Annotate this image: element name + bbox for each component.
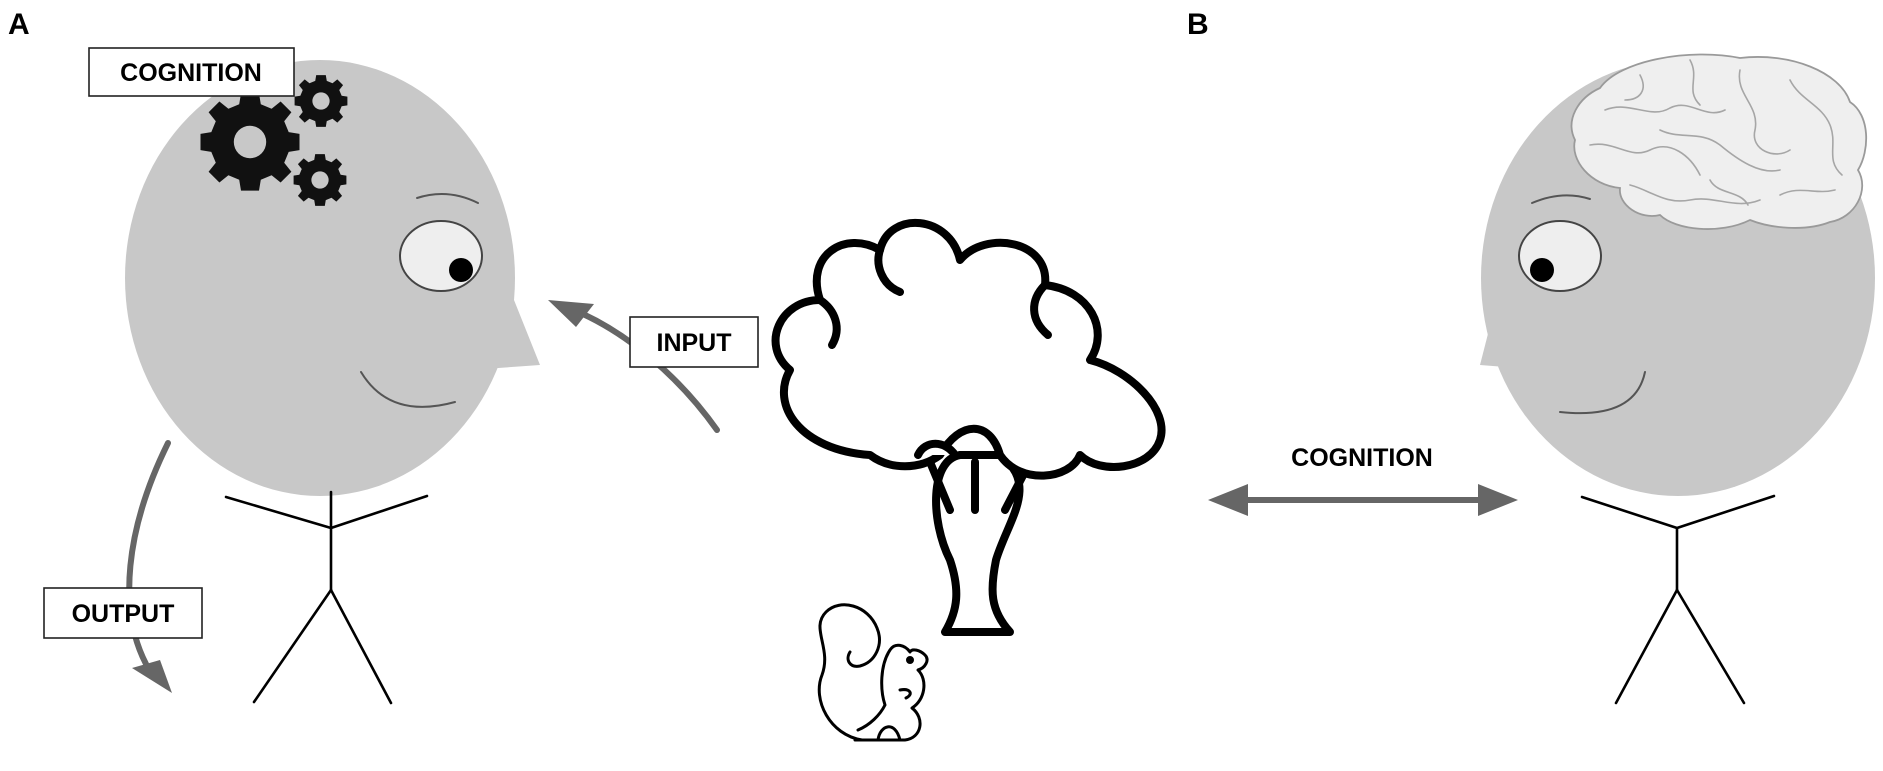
svg-text:COGNITION: COGNITION xyxy=(120,59,262,87)
cognition-double-arrow xyxy=(1208,484,1518,516)
eyebrow-a xyxy=(416,193,479,204)
eye-a xyxy=(399,220,483,292)
cognition-label-a: COGNITION xyxy=(88,47,295,97)
smile-b xyxy=(1559,371,1646,415)
eyebrow-b xyxy=(1531,194,1591,204)
svg-text:INPUT: INPUT xyxy=(657,329,732,357)
output-arrow xyxy=(126,440,172,693)
body-b xyxy=(1580,494,1776,705)
panel-letter-b: B xyxy=(1187,8,1209,41)
body-a xyxy=(224,490,429,705)
squirrel-icon xyxy=(817,603,929,742)
brain-icon xyxy=(1570,53,1868,230)
output-label: OUTPUT xyxy=(43,587,203,639)
svg-text:OUTPUT: OUTPUT xyxy=(72,600,175,628)
eye-b xyxy=(1518,220,1602,292)
tree-icon xyxy=(771,218,1166,636)
person-b xyxy=(1480,53,1875,705)
panel-letter-a: A xyxy=(8,8,30,41)
input-label: INPUT xyxy=(629,316,759,368)
smile-a xyxy=(360,371,456,408)
cognition-label-b: COGNITION xyxy=(1291,444,1433,472)
head-a xyxy=(125,60,540,496)
person-a xyxy=(125,60,540,705)
